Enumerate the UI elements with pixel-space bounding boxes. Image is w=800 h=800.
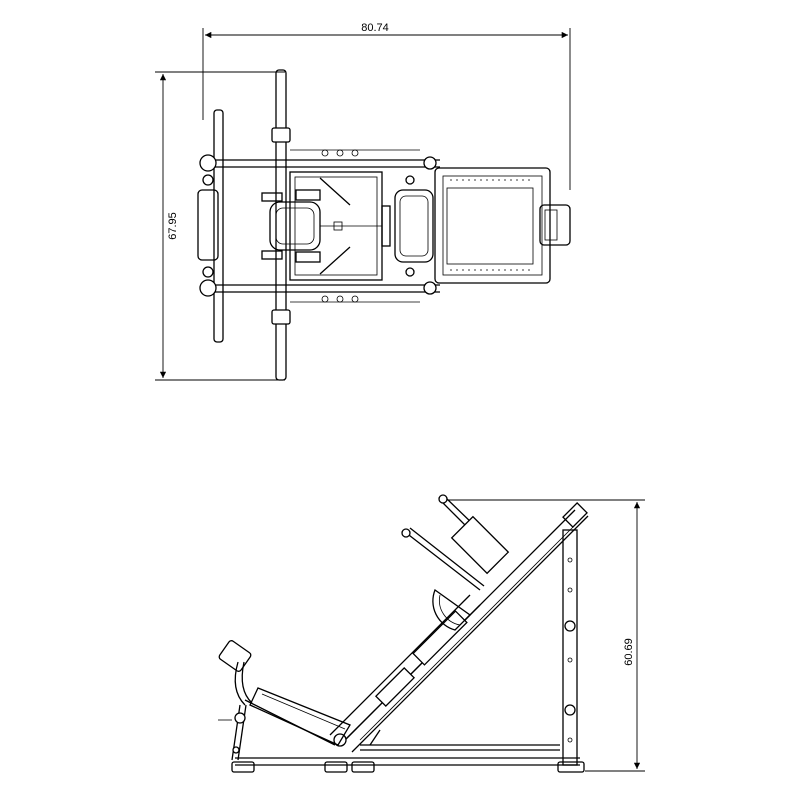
front-support (369, 729, 381, 746)
top-view: 80.74 67.95 (155, 22, 571, 381)
height-label: 60.69 (623, 638, 635, 666)
width-label: 80.74 (361, 22, 389, 34)
side-view: 60.69 (218, 494, 645, 773)
height-dimension: 60.69 (440, 499, 645, 772)
long-bar (271, 69, 291, 381)
depth-label: 67.95 (167, 212, 179, 240)
back-pad-top (197, 189, 219, 261)
weight-horn (438, 494, 510, 575)
carriage (329, 594, 481, 747)
seat-pad-top (394, 189, 434, 263)
base-frame (231, 744, 585, 773)
sled-frame (261, 171, 391, 281)
width-dimension: 80.74 (202, 22, 571, 190)
seat-side (244, 687, 351, 746)
short-bar (213, 109, 224, 343)
rear-post (562, 529, 578, 766)
handle-arm (401, 527, 485, 631)
back-rest (218, 640, 253, 761)
foot-platform (434, 167, 571, 284)
side-rails (199, 149, 440, 303)
depth-dimension: 67.95 (155, 71, 285, 381)
